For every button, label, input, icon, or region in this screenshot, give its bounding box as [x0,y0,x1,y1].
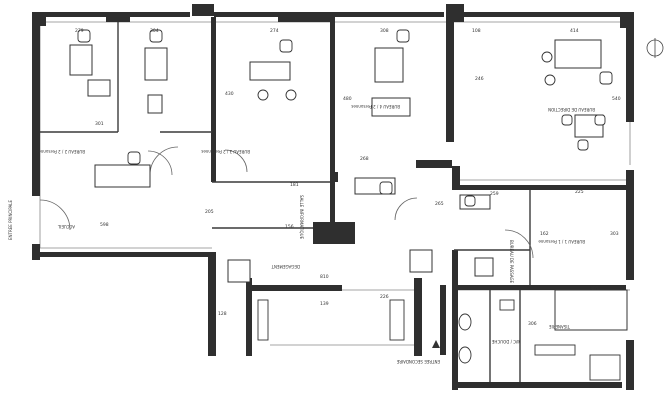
dim-268: 268 [360,156,369,162]
dim-540: 540 [612,96,621,102]
dim-181: 181 [290,182,299,188]
dim-810: 810 [320,274,329,280]
dim-108: 108 [472,28,481,34]
label-bureau1: BUREAU 1 / 1 Personne [538,239,585,244]
label-tisanerie: TISANERIE [549,324,571,329]
dim-246: 246 [475,76,484,82]
dim-301: 301 [95,121,104,127]
sanitary [257,299,621,381]
dim-259: 259 [490,191,499,197]
dim-156: 156 [285,224,294,230]
label-degagement: DEGAGEMENT [271,264,300,269]
dim-308: 308 [380,28,389,34]
dim-414: 414 [570,28,579,34]
label-bureau2: BUREAU 2 / 2 Personnes [36,149,85,154]
dimension-labels: 279 304 274 308 414 108 246 540 301 430 … [75,28,621,327]
north-arrow-icon [646,38,664,58]
partitions [40,22,531,382]
dim-430: 430 [225,91,234,97]
dim-265: 265 [435,201,444,207]
label-bureau-direction: BUREAU DE DIRECTION [548,107,595,112]
label-salle-info: SALLE INFORMATIQUE [299,195,304,240]
dim-480: 480 [343,96,352,102]
dim-306: 306 [528,321,537,327]
dim-139: 139 [320,301,329,307]
dim-226: 226 [380,294,389,300]
dim-303: 303 [610,231,619,237]
label-bureau-passage: BUREAU DE PASSAGE [509,240,514,284]
dim-304: 304 [150,28,159,34]
dim-128: 128 [218,311,227,317]
dim-274: 274 [270,28,279,34]
dim-225: 225 [575,189,584,195]
dim-279: 279 [75,28,84,34]
chairs [77,29,613,207]
dim-598: 598 [100,222,109,228]
label-entree: ENTREE PRINCIPALE [8,199,13,240]
label-accueil: ACCUEIL [57,224,75,229]
label-bureau4: BUREAU 4 / 2 Personnes [351,104,400,109]
room-labels: ACCUEIL BUREAU 2 / 2 Personnes BUREAU 3 … [8,104,595,364]
dim-205: 205 [205,209,214,215]
structural-walls [32,4,634,390]
label-wc-douche: WC / DOUCHE [491,339,520,344]
dim-305: 305 [590,286,599,292]
entry-arrow-icon [432,340,440,348]
dim-162: 162 [540,231,549,237]
label-entree-sec: ENTREE SECONDAIRE [396,359,440,364]
label-bureau3: BUREAU 3 / 2 Personnes [201,149,250,154]
door-swings [39,146,534,259]
